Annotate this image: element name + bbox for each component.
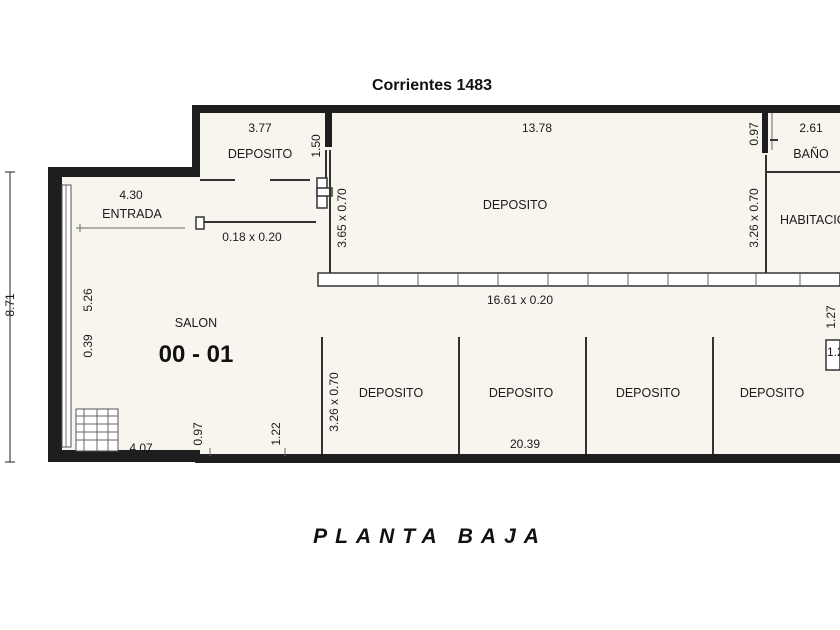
- left-window: [61, 184, 72, 448]
- dim-bano-door: 0.97: [747, 122, 761, 146]
- street-label: Corrientes 1483: [372, 77, 492, 94]
- dim-salon-depth: 5.26: [81, 288, 95, 312]
- dim-deposito-top-width: 3.77: [248, 121, 272, 135]
- dim-large-right-opening: 3.26 x 0.70: [747, 188, 761, 248]
- dim-large-deposito-width: 13.78: [522, 121, 552, 135]
- plan-title: PLANTA BAJA: [313, 525, 547, 548]
- room-bano: BAÑO: [793, 147, 829, 161]
- dim-bottom-door: 0.97: [191, 422, 205, 446]
- dim-corridor-wall: 16.61 x 0.20: [487, 293, 553, 307]
- dim-deposito-top-door: 1.50: [309, 134, 323, 158]
- unit-number: 00 - 01: [159, 341, 234, 368]
- dim-bano-width: 2.61: [799, 121, 823, 135]
- dim-bottom-left-width: 4.07: [129, 441, 153, 455]
- dim-bottom-opening: 1.22: [269, 422, 283, 446]
- room-deposito-2: DEPOSITO: [489, 386, 554, 400]
- room-deposito-4: DEPOSITO: [740, 386, 805, 400]
- room-deposito-3: DEPOSITO: [616, 386, 681, 400]
- dim-bottom-total-width: 20.39: [510, 437, 540, 451]
- dim-large-left-opening: 3.65 x 0.70: [335, 188, 349, 248]
- outer-walls: [48, 105, 840, 463]
- dim-opening-entrada: 0.18 x 0.20: [222, 230, 282, 244]
- room-salon: SALON: [175, 316, 217, 330]
- stairs: [75, 408, 119, 452]
- dim-left-height: 8.71: [3, 293, 17, 317]
- dim-salon-left: 0.39: [81, 334, 95, 358]
- room-deposito-top-left: DEPOSITO: [228, 147, 293, 161]
- room-habitacion: HABITACION: [780, 213, 840, 227]
- left-dimension-line: [5, 171, 15, 463]
- dim-right-side-cut: 1.2: [827, 345, 840, 359]
- room-deposito-1: DEPOSITO: [359, 386, 424, 400]
- interior-walls: [76, 113, 840, 456]
- room-entrada: ENTRADA: [102, 207, 162, 221]
- dim-entrada-width: 4.30: [119, 188, 143, 202]
- room-deposito-large: DEPOSITO: [483, 198, 548, 212]
- dim-right-side: 1.27: [824, 305, 838, 329]
- dim-lower-deposito-opening: 3.26 x 0.70: [327, 372, 341, 432]
